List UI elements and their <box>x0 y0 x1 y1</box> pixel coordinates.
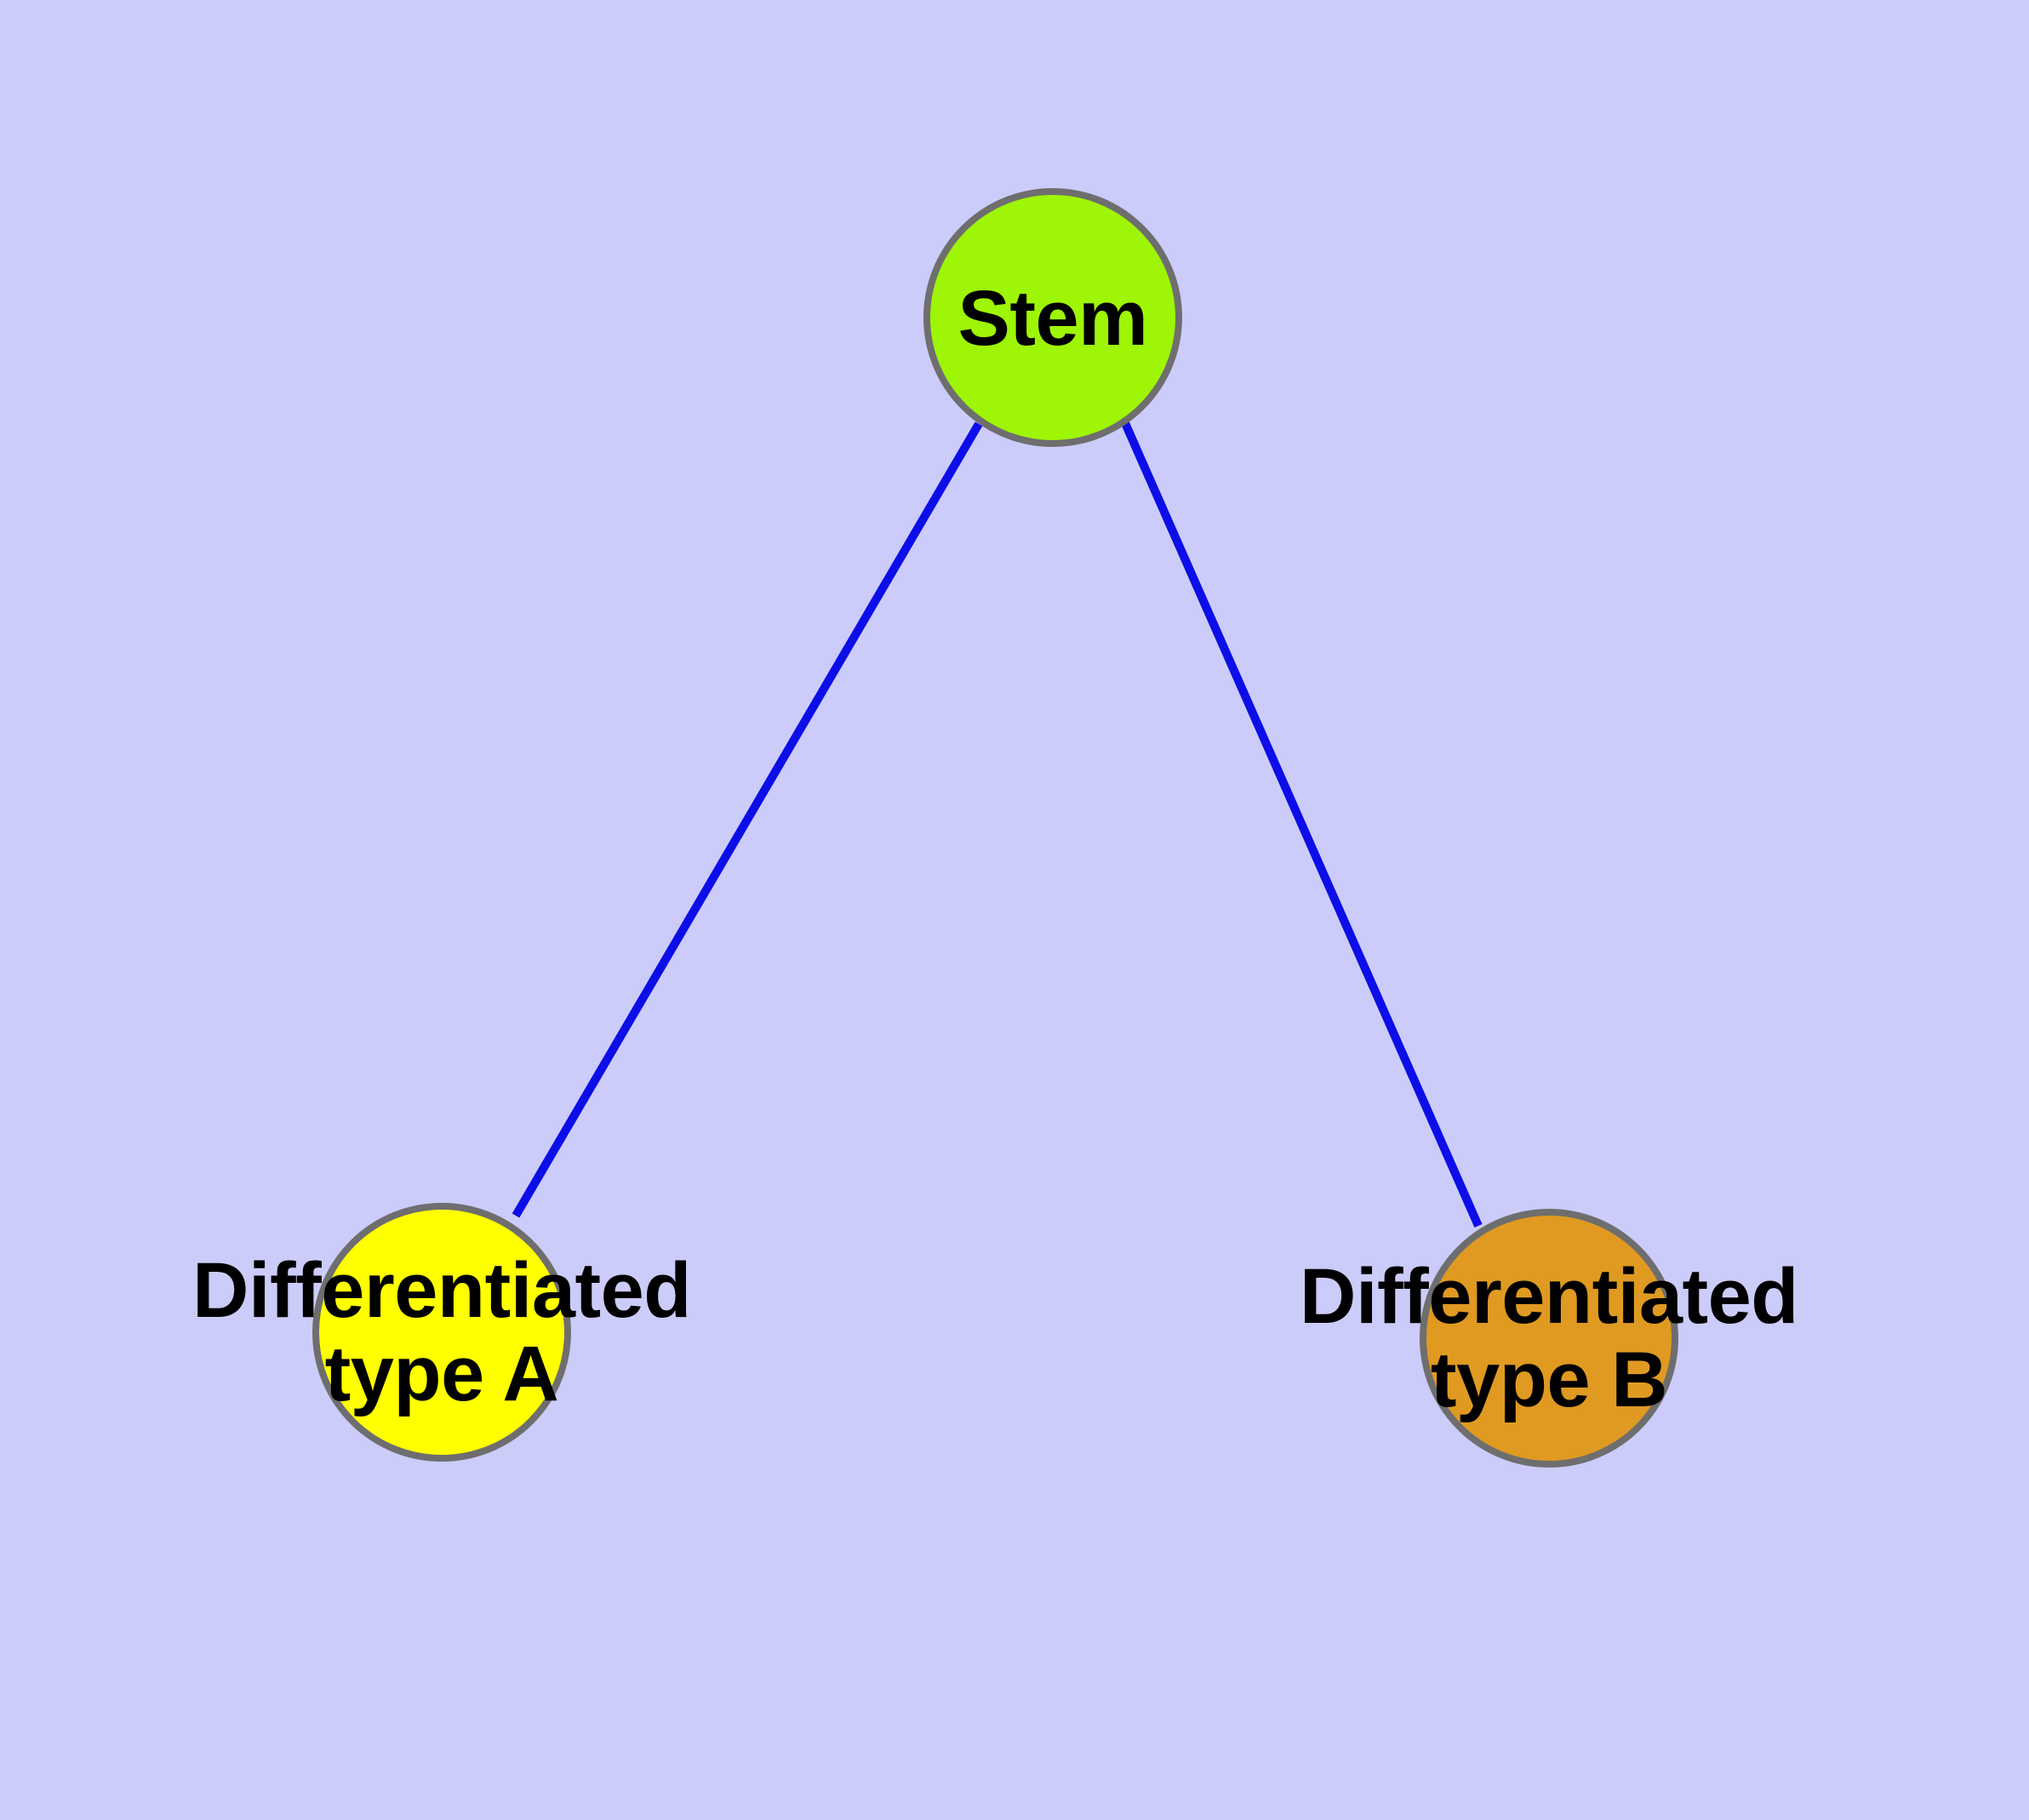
edge-stem-to-differentiated-type-b <box>1121 421 1483 1228</box>
edge-stem-to-differentiated-type-a <box>512 421 983 1218</box>
node-differentiated-type-a[interactable] <box>312 1203 571 1462</box>
node-differentiated-type-b[interactable] <box>1420 1209 1678 1468</box>
node-stem[interactable] <box>923 188 1182 447</box>
